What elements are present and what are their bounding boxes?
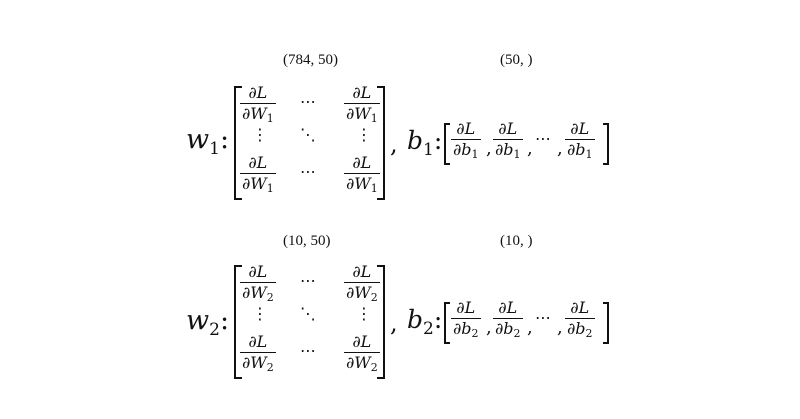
matrix-vdots-2-left: ⋮ xyxy=(252,304,268,323)
bias-left-bracket-1 xyxy=(444,123,450,165)
weight-symbol-2: w2: xyxy=(186,305,230,340)
bias-shape-label-1: (50, ) xyxy=(500,52,533,68)
matrix-entry-1-top-left: ∂L∂W1 xyxy=(240,83,276,125)
matrix-hdots-1-bottom: ⋯ xyxy=(300,162,316,181)
matrix-vdots-1-left: ⋮ xyxy=(252,125,268,144)
bias-right-bracket-1 xyxy=(603,123,609,165)
bias-left-bracket-2 xyxy=(444,302,450,344)
matrix-hdots-1-top: ⋯ xyxy=(300,92,316,111)
bias-entry-1-first: ∂L∂b1 xyxy=(451,119,481,161)
bias-comma-1c: , xyxy=(557,138,563,159)
bias-comma-2a: , xyxy=(486,317,492,338)
equation-row-1: w1: ∂L∂W1 ⋯ ∂L∂W1 ⋮ ⋱ ⋮ ∂L∂W1 ⋯ ∂L∂W1 , … xyxy=(0,80,800,200)
matrix-left-bracket-2 xyxy=(234,265,242,379)
matrix-entry-2-top-right: ∂L∂W2 xyxy=(344,262,380,304)
matrix-vdots-1-right: ⋮ xyxy=(356,125,372,144)
bias-comma-1a: , xyxy=(486,138,492,159)
matrix-entry-1-bottom-left: ∂L∂W1 xyxy=(240,153,276,195)
matrix-vdots-2-right: ⋮ xyxy=(356,304,372,323)
bias-hdots-1: ⋯ xyxy=(535,129,551,148)
bias-entry-1-second: ∂L∂b1 xyxy=(493,119,523,161)
bias-entry-2-first: ∂L∂b2 xyxy=(451,298,481,340)
matrix-right-bracket-2 xyxy=(377,265,385,379)
matrix-ddots-2: ⋱ xyxy=(300,304,316,323)
bias-comma-1b: , xyxy=(527,138,533,159)
bias-comma-2b: , xyxy=(527,317,533,338)
bias-symbol-1: b1: xyxy=(407,126,443,160)
bias-right-bracket-2 xyxy=(603,302,609,344)
separator-comma-1: , xyxy=(390,130,398,158)
weight-symbol-1: w1: xyxy=(186,124,230,159)
bias-symbol-2: b2: xyxy=(407,305,443,339)
bias-entry-2-last: ∂L∂b2 xyxy=(565,298,595,340)
bias-shape-label-2: (10, ) xyxy=(500,233,533,249)
matrix-ddots-1: ⋱ xyxy=(300,125,316,144)
matrix-entry-2-bottom-left: ∂L∂W2 xyxy=(240,332,276,374)
equation-row-2: w2: ∂L∂W2 ⋯ ∂L∂W2 ⋮ ⋱ ⋮ ∂L∂W2 ⋯ ∂L∂W2 , … xyxy=(0,259,800,379)
bias-entry-2-second: ∂L∂b2 xyxy=(493,298,523,340)
weight-shape-label-1: (784, 50) xyxy=(283,52,338,68)
bias-entry-1-last: ∂L∂b1 xyxy=(565,119,595,161)
matrix-entry-1-top-right: ∂L∂W1 xyxy=(344,83,380,125)
matrix-entry-2-bottom-right: ∂L∂W2 xyxy=(344,332,380,374)
separator-comma-2: , xyxy=(390,309,398,337)
bias-hdots-2: ⋯ xyxy=(535,308,551,327)
matrix-entry-2-top-left: ∂L∂W2 xyxy=(240,262,276,304)
matrix-entry-1-bottom-right: ∂L∂W1 xyxy=(344,153,380,195)
bias-comma-2c: , xyxy=(557,317,563,338)
matrix-left-bracket-1 xyxy=(234,86,242,200)
matrix-right-bracket-1 xyxy=(377,86,385,200)
weight-shape-label-2: (10, 50) xyxy=(283,233,331,249)
matrix-hdots-2-bottom: ⋯ xyxy=(300,341,316,360)
matrix-hdots-2-top: ⋯ xyxy=(300,271,316,290)
